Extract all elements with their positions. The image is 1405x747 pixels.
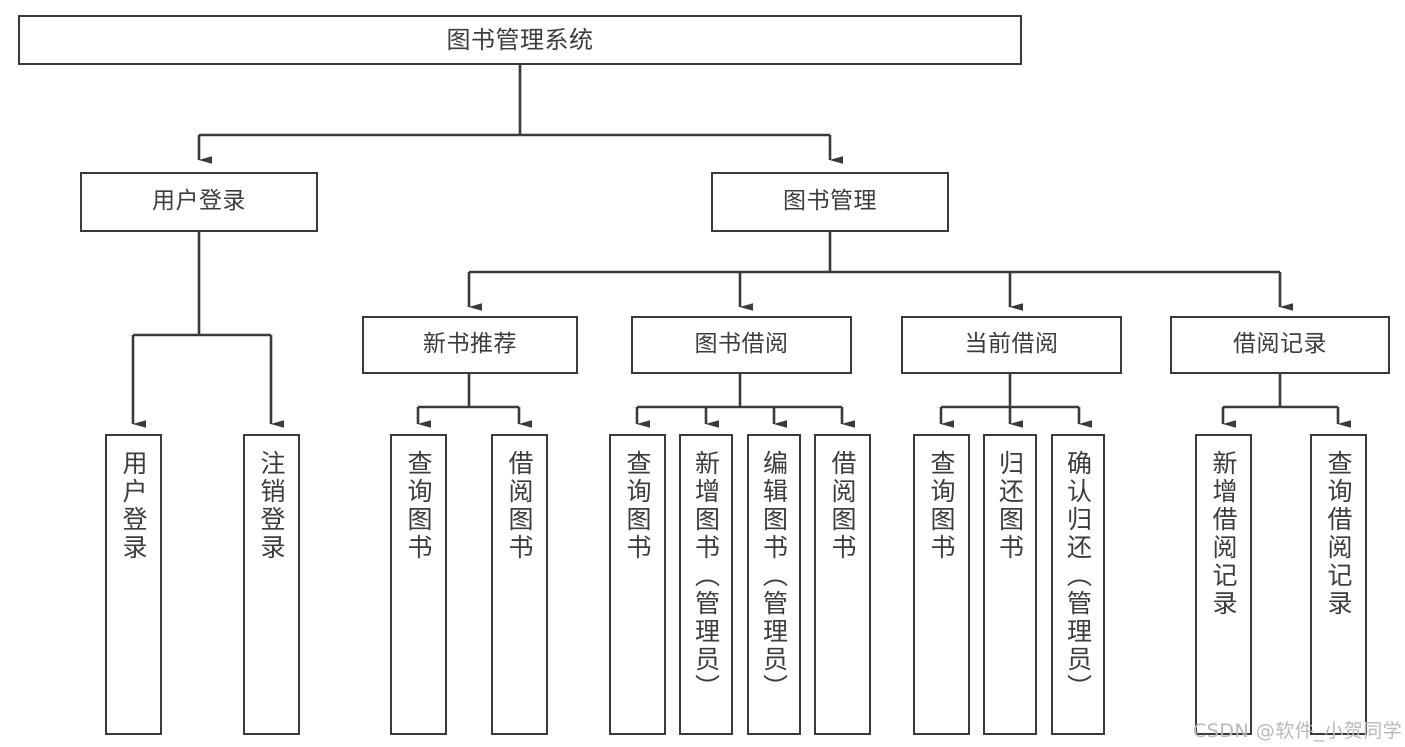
node-label: 注销登录 <box>257 450 286 562</box>
node-label: 新增图书（管理员） <box>691 450 721 702</box>
node-label: 查询图书 <box>404 450 433 562</box>
node-borrow-record[interactable]: 借阅记录 <box>1170 316 1390 374</box>
leaf-logout-login[interactable]: 注销登录 <box>243 434 300 735</box>
node-label: 图书借阅 <box>694 331 789 358</box>
watermark: CSDN @软件_小贺同学 <box>1193 720 1403 742</box>
node-label: 归还图书 <box>995 450 1025 562</box>
node-label: 借阅记录 <box>1233 331 1327 358</box>
node-label: 图书管理系统 <box>446 25 594 54</box>
node-label: 新增借阅记录 <box>1209 450 1238 618</box>
leaf-query-borrow-record[interactable]: 查询借阅记录 <box>1310 434 1367 735</box>
node-label: 编辑图书（管理员） <box>759 450 789 702</box>
leaf-return-book[interactable]: 归还图书 <box>983 434 1037 735</box>
node-label: 查询图书 <box>623 450 652 562</box>
leaf-edit-book-admin[interactable]: 编辑图书（管理员） <box>747 434 801 735</box>
node-label: 图书管理 <box>783 188 877 215</box>
leaf-add-borrow-record[interactable]: 新增借阅记录 <box>1195 434 1252 735</box>
leaf-query-book-recommend[interactable]: 查询图书 <box>390 434 447 735</box>
node-user-login[interactable]: 用户登录 <box>80 172 318 232</box>
node-label: 用户登录 <box>152 188 246 215</box>
node-book-borrow[interactable]: 图书借阅 <box>631 316 852 374</box>
node-book-management[interactable]: 图书管理 <box>711 172 949 232</box>
leaf-query-book-borrow[interactable]: 查询图书 <box>609 434 666 735</box>
leaf-borrow-book-recommend[interactable]: 借阅图书 <box>491 434 548 735</box>
leaf-user-login[interactable]: 用户登录 <box>105 434 162 735</box>
node-label: 用户登录 <box>119 450 148 562</box>
node-current-borrow[interactable]: 当前借阅 <box>901 316 1122 374</box>
node-label: 确认归还（管理员） <box>1063 450 1093 702</box>
leaf-query-book-current[interactable]: 查询图书 <box>913 434 970 735</box>
leaf-borrow-book[interactable]: 借阅图书 <box>814 434 871 735</box>
node-label: 查询借阅记录 <box>1324 450 1353 618</box>
node-label: 借阅图书 <box>505 450 534 562</box>
node-root-system[interactable]: 图书管理系统 <box>18 15 1022 65</box>
node-new-book-recommend[interactable]: 新书推荐 <box>362 316 578 374</box>
leaf-confirm-return-admin[interactable]: 确认归还（管理员） <box>1051 434 1105 735</box>
node-label: 当前借阅 <box>964 331 1059 358</box>
node-label: 查询图书 <box>927 450 956 562</box>
leaf-add-book-admin[interactable]: 新增图书（管理员） <box>679 434 733 735</box>
node-label: 新书推荐 <box>423 331 517 358</box>
node-label: 借阅图书 <box>828 450 857 562</box>
